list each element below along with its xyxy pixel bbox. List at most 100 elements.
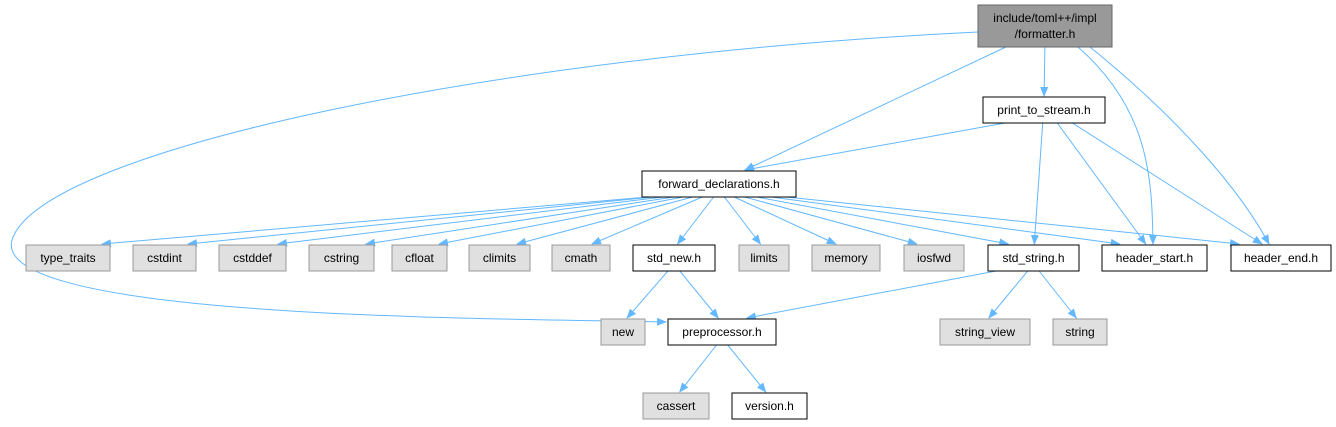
nodes-layer: include/toml++/impl/formatter.h print_to_… xyxy=(25,4,1332,420)
node-label: /formatter.h xyxy=(1015,27,1076,41)
node-label: cfloat xyxy=(405,251,434,265)
node-label: cstdint xyxy=(147,251,182,265)
edge-std_new-to-new xyxy=(626,270,669,319)
node-label: std_string.h xyxy=(1002,251,1064,265)
node-label: string xyxy=(1065,325,1094,339)
node-forward-declarations[interactable]: forward_declarations.h xyxy=(641,170,797,198)
node-label: iosfwd xyxy=(917,251,951,265)
node-box xyxy=(987,244,1080,272)
node-label: version.h xyxy=(745,399,794,413)
edge-preprocessor-to-cassert xyxy=(679,344,717,393)
edge-formatter-to-forward_declarations xyxy=(744,46,1007,171)
node-box xyxy=(308,244,375,272)
edges-layer xyxy=(11,31,1270,393)
node-memory[interactable]: memory xyxy=(811,244,881,272)
node-type-traits[interactable]: type_traits xyxy=(25,244,111,272)
node-print-to-stream[interactable]: print_to_stream.h xyxy=(982,96,1106,124)
node-box xyxy=(642,392,710,420)
node-box xyxy=(667,318,777,346)
node-string[interactable]: string xyxy=(1052,318,1108,346)
node-label: cstddef xyxy=(233,251,272,265)
edge-std_string-to-string xyxy=(1038,270,1077,319)
node-box xyxy=(468,244,531,272)
edge-formatter-to-header_end xyxy=(1089,46,1270,245)
edge-forward_declarations-to-std_new xyxy=(676,196,714,245)
edge-forward_declarations-to-cstring xyxy=(365,196,674,247)
edge-print_to_stream-to-header_end xyxy=(1072,122,1263,245)
node-box xyxy=(1230,244,1332,272)
node-cfloat[interactable]: cfloat xyxy=(391,244,448,272)
edge-print_to_stream-to-std_string xyxy=(1030,122,1044,245)
edge-forward_declarations-to-cfloat xyxy=(438,196,684,247)
node-label: header_end.h xyxy=(1244,251,1318,265)
node-label: std_new.h xyxy=(647,251,701,265)
node-preprocessor[interactable]: preprocessor.h xyxy=(667,318,777,346)
node-version[interactable]: version.h xyxy=(731,392,808,420)
node-box xyxy=(982,96,1106,124)
node-box xyxy=(977,4,1113,48)
node-label: cmath xyxy=(565,251,598,265)
node-box xyxy=(811,244,881,272)
node-iosfwd[interactable]: iosfwd xyxy=(903,244,965,272)
node-cmath[interactable]: cmath xyxy=(551,244,611,272)
node-label: print_to_stream.h xyxy=(997,103,1090,117)
node-label: preprocessor.h xyxy=(682,325,761,339)
node-cassert[interactable]: cassert xyxy=(642,392,710,420)
node-cstddef[interactable]: cstddef xyxy=(218,244,287,272)
node-label: memory xyxy=(824,251,867,265)
node-box xyxy=(939,318,1031,346)
node-header-end[interactable]: header_end.h xyxy=(1230,244,1332,272)
edge-forward_declarations-to-iosfwd xyxy=(744,196,918,246)
edge-std_new-to-preprocessor xyxy=(679,270,719,319)
node-label: limits xyxy=(750,251,777,265)
edge-std_string-to-preprocessor xyxy=(745,270,997,321)
node-box xyxy=(632,244,716,272)
node-box xyxy=(25,244,111,272)
node-box xyxy=(1052,318,1108,346)
node-label: new xyxy=(612,325,634,339)
edge-forward_declarations-to-header_end xyxy=(786,196,1240,248)
node-climits[interactable]: climits xyxy=(468,244,531,272)
node-formatter[interactable]: include/toml++/impl/formatter.h xyxy=(977,4,1113,48)
edge-formatter-to-header_start xyxy=(1077,46,1157,245)
edge-forward_declarations-to-cstddef xyxy=(277,196,664,247)
edge-forward_declarations-to-climits xyxy=(516,196,693,246)
node-label: string_view xyxy=(955,325,1015,339)
edge-forward_declarations-to-memory xyxy=(733,196,837,245)
edge-print_to_stream-to-forward_declarations xyxy=(744,122,1006,173)
edge-forward_declarations-to-cstdint xyxy=(187,196,653,248)
edge-preprocessor-to-version xyxy=(727,344,767,393)
node-box xyxy=(391,244,448,272)
node-box xyxy=(641,170,797,198)
edge-forward_declarations-to-type_traits xyxy=(101,196,649,248)
node-header-start[interactable]: header_start.h xyxy=(1101,244,1208,272)
node-string-view[interactable]: string_view xyxy=(939,318,1031,346)
node-box xyxy=(132,244,197,272)
edge-forward_declarations-to-std_string xyxy=(756,196,1010,247)
edge-forward_declarations-to-cmath xyxy=(591,196,703,245)
node-box xyxy=(600,318,646,346)
node-box xyxy=(731,392,808,420)
node-box xyxy=(738,244,790,272)
node-limits[interactable]: limits xyxy=(738,244,790,272)
node-label: climits xyxy=(483,251,516,265)
node-label: type_traits xyxy=(40,251,95,265)
node-box xyxy=(903,244,965,272)
node-box xyxy=(551,244,611,272)
node-cstring[interactable]: cstring xyxy=(308,244,375,272)
edge-forward_declarations-to-header_start xyxy=(771,196,1121,247)
node-std-new[interactable]: std_new.h xyxy=(632,244,716,272)
node-box xyxy=(218,244,287,272)
edge-print_to_stream-to-header_start xyxy=(1056,122,1147,245)
node-std-string[interactable]: std_string.h xyxy=(987,244,1080,272)
edge-forward_declarations-to-limits xyxy=(724,196,762,245)
node-label: header_start.h xyxy=(1116,251,1193,265)
node-label: include/toml++/impl xyxy=(993,11,1096,25)
edge-std_string-to-string_view xyxy=(988,270,1029,319)
edge-formatter-to-preprocessor xyxy=(11,31,979,326)
node-label: forward_declarations.h xyxy=(658,177,779,191)
node-box xyxy=(1101,244,1208,272)
node-cstdint[interactable]: cstdint xyxy=(132,244,197,272)
node-new[interactable]: new xyxy=(600,318,646,346)
